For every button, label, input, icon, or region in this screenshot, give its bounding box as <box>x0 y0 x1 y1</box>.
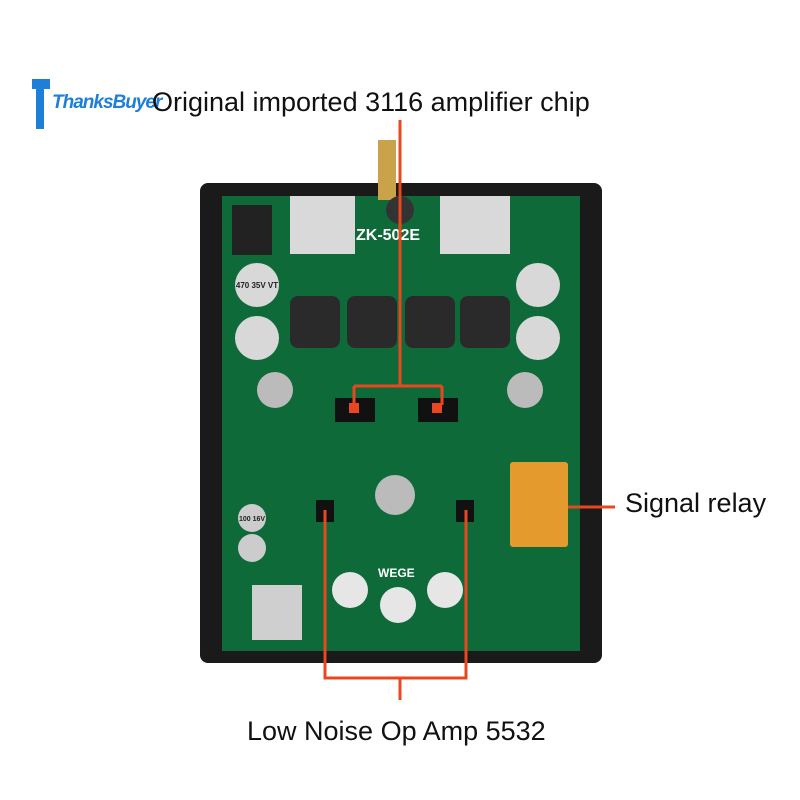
brand-marking: WEGE <box>378 566 415 580</box>
annotation-lines <box>323 120 615 700</box>
chip-marker <box>349 403 359 413</box>
capacitors <box>235 263 560 562</box>
signal-relay <box>510 462 568 547</box>
speaker-terminal-right <box>440 196 510 254</box>
inductors <box>290 296 510 348</box>
logo-mark-icon <box>32 79 50 129</box>
rca-inputs <box>332 572 463 623</box>
chip-annotation: Original imported 3116 amplifier chip <box>152 87 590 117</box>
capacitor-small-marking: 100 16V <box>239 516 265 523</box>
dc-jack <box>232 205 272 255</box>
opamp-annotation: Low Noise Op Amp 5532 <box>247 716 546 746</box>
potentiometer <box>257 372 293 408</box>
board-model: ZK-502E <box>356 227 420 244</box>
speaker-terminal-left <box>290 196 355 254</box>
capacitor-large-marking: 470 35V VT <box>236 281 278 290</box>
potentiometer <box>507 372 543 408</box>
rca-connector <box>378 140 396 200</box>
potentiometer <box>375 475 415 515</box>
thanksbuyer-logo: ThanksBuyer <box>30 72 162 132</box>
relay-annotation: Signal relay <box>625 488 767 518</box>
usb-port <box>252 585 302 640</box>
logo-text: ThanksBuyer <box>52 92 162 113</box>
chip-marker <box>432 403 442 413</box>
